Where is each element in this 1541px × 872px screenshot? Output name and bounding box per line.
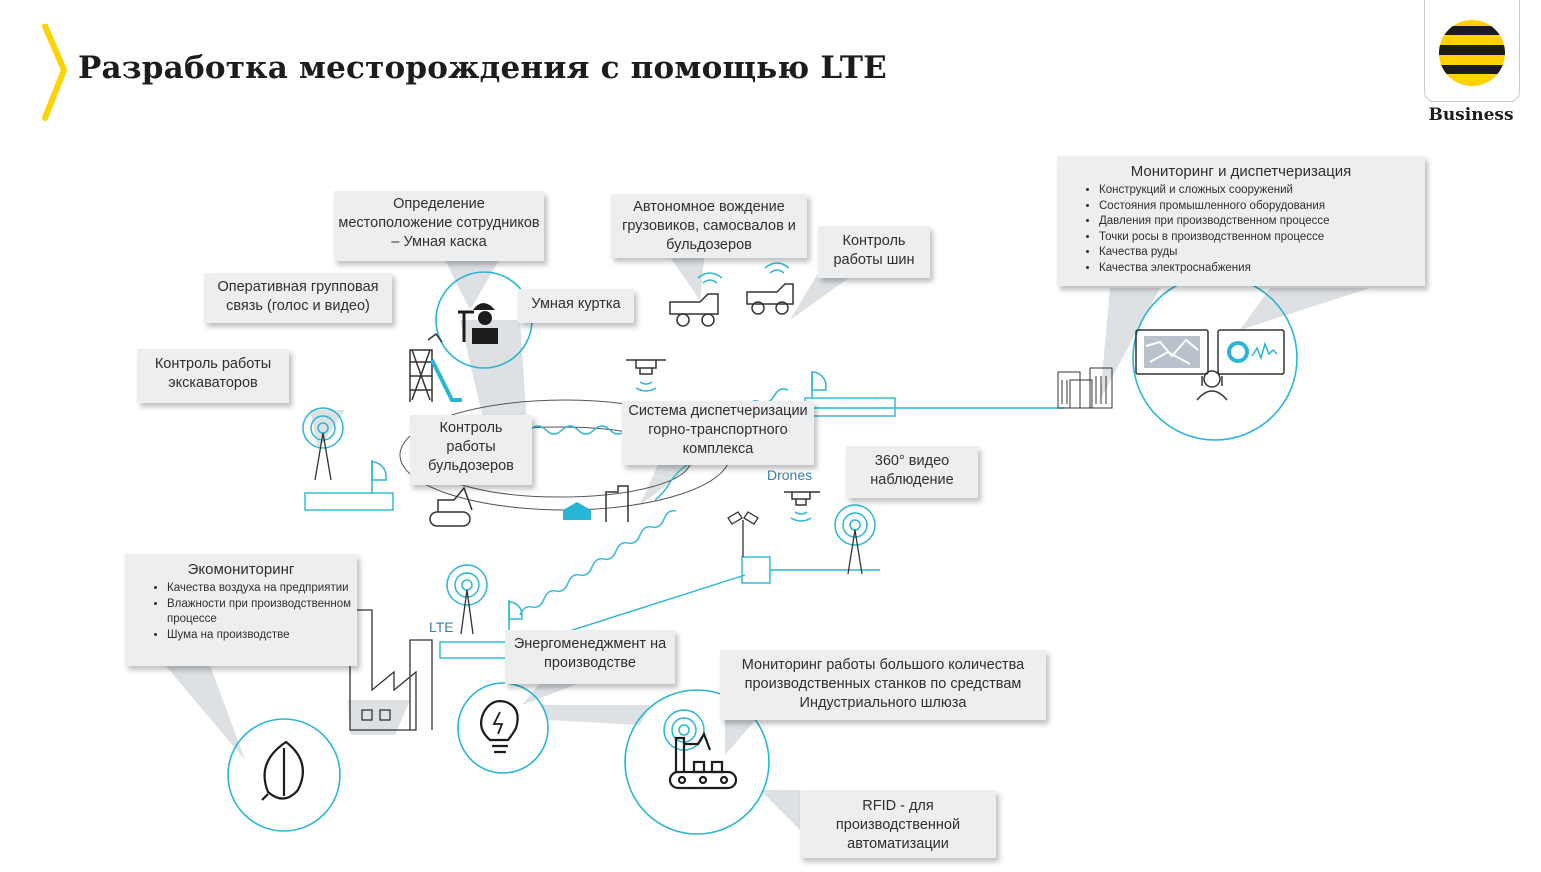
- callout-text: Автономное вождение грузовиков, самосвал…: [622, 199, 796, 253]
- callout-smart-jacket: Умная куртка: [518, 289, 634, 323]
- factory-circle: [624, 689, 770, 835]
- dispatcher-monitors-icon: [1135, 329, 1285, 401]
- callout-dispatch-system: Система диспетчеризации горно-транспортн…: [622, 401, 814, 465]
- lte-towers: [302, 407, 876, 751]
- callout-text: Контроль работы шин: [833, 233, 915, 268]
- list-item: Качества электроснабжения: [1099, 261, 1421, 277]
- depot-icon: [563, 485, 629, 522]
- callout-text: Определение местоположение сотрудников –…: [338, 196, 540, 250]
- excavator-icon: [409, 332, 462, 402]
- eco-title: Экомониторинг: [187, 561, 295, 578]
- callout-text: RFID - для производственной автоматизаци…: [835, 798, 961, 852]
- autonomous-trucks-icon: [669, 262, 794, 327]
- drone-icons: [626, 359, 820, 522]
- drones-label: Drones: [767, 467, 813, 483]
- monitoring-list: Конструкций и сложных сооружений Состоян…: [1061, 183, 1421, 276]
- monitoring-title: Мониторинг и диспетчеризация: [1130, 163, 1352, 180]
- callout-text: Контроль работы экскаваторов: [154, 356, 272, 391]
- eco-list: Качества воздуха на предприятии Влажност…: [129, 581, 353, 643]
- callout-text: Мониторинг работы большого количества пр…: [741, 657, 1025, 711]
- list-item: Состояния промышленного оборудования: [1099, 199, 1421, 215]
- callout-text: Система диспетчеризации горно-транспортн…: [628, 403, 808, 457]
- smart-helmet-worker-icon: [458, 303, 498, 344]
- leaf-eco-icon: [261, 740, 304, 801]
- callout-energy-management: Энергоменеджмент на производстве: [505, 630, 675, 684]
- callout-text: Оперативная групповая связь (голос и вид…: [217, 279, 379, 314]
- eco-circle: [227, 718, 341, 832]
- callout-autonomous-driving: Автономное вождение грузовиков, самосвал…: [611, 194, 807, 258]
- list-item: Качества руды: [1099, 245, 1421, 261]
- callout-video-360: 360° видео наблюдение: [846, 446, 978, 498]
- callout-pointers: [165, 250, 1370, 830]
- list-item: Точки росы в производственном процессе: [1099, 230, 1421, 246]
- brand-logo: [1424, 0, 1520, 102]
- callout-text: Контроль работы бульдозеров: [428, 420, 514, 474]
- brand-text: Business: [1428, 105, 1514, 125]
- callout-tire-control: Контроль работы шин: [818, 226, 930, 278]
- callout-group-communication: Оперативная групповая связь (голос и вид…: [204, 273, 392, 323]
- callout-bulldozer-control: Контроль работы бульдозеров: [410, 415, 532, 485]
- lightbulb-energy-icon: [479, 700, 519, 754]
- buildings-icon: [1057, 367, 1113, 409]
- callout-worker-location: Определение местоположение сотрудников –…: [334, 191, 544, 261]
- callout-text: 360° видео наблюдение: [870, 453, 954, 488]
- list-item: Качества воздуха на предприятии: [167, 581, 353, 597]
- chevron-accent-icon: [42, 24, 67, 121]
- list-item: Давления при производственном процессе: [1099, 214, 1421, 230]
- list-item: Конструкций и сложных сооружений: [1099, 183, 1421, 199]
- bulldozer-icon: [429, 486, 473, 527]
- factory-icon: [349, 609, 433, 731]
- callout-machine-monitoring: Мониторинг работы большого количества пр…: [720, 650, 1046, 720]
- energy-circle: [457, 682, 549, 774]
- list-item: Влажности при производственном процессе: [167, 597, 353, 628]
- list-item: Шума на производстве: [167, 628, 353, 644]
- callout-monitoring-dispatch: Мониторинг и диспетчеризация Конструкций…: [1057, 156, 1425, 286]
- callout-excavator-control: Контроль работы экскаваторов: [137, 349, 289, 403]
- callout-text: Умная куртка: [531, 296, 621, 312]
- industrial-robot-icon: [668, 731, 738, 790]
- surveillance-camera-icon: [727, 511, 759, 557]
- callout-eco-monitoring: Экомониторинг Качества воздуха на предпр…: [125, 554, 357, 666]
- page-title: Разработка месторождения с помощью LTE: [78, 50, 887, 86]
- callout-rfid: RFID - для производственной автоматизаци…: [800, 790, 996, 858]
- callout-text: Энергоменеджмент на производстве: [513, 636, 667, 671]
- lte-label: LTE: [429, 619, 454, 635]
- beeline-logo-icon: [1439, 20, 1505, 86]
